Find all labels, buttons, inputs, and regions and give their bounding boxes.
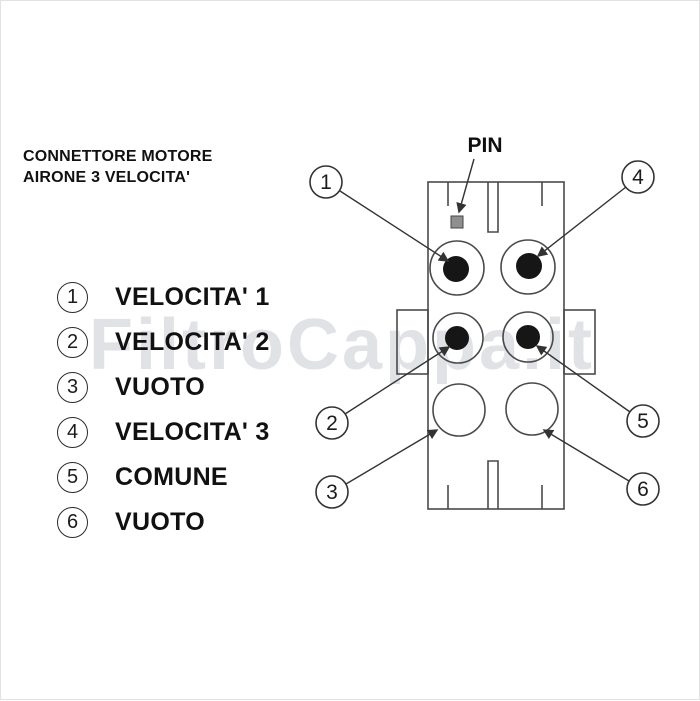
callout-6-circle <box>626 472 660 506</box>
legend-label-3: VUOTO <box>115 373 205 401</box>
arrow-pin6 <box>542 429 630 482</box>
legend-item-1: 1 VELOCITA' 1 <box>57 282 270 313</box>
arrow-pin4 <box>536 186 627 257</box>
arrow-pin2 <box>344 346 451 415</box>
pin-marker-square <box>450 215 464 229</box>
callout-5-circle <box>626 404 660 438</box>
pin-cavities <box>429 239 559 437</box>
connector-wing-right <box>563 309 596 375</box>
callout-6: 6 <box>626 472 660 506</box>
legend-number-badge-6: 6 <box>57 507 88 538</box>
legend-label-5: COMUNE <box>115 463 228 491</box>
arrow-pin3 <box>345 429 439 485</box>
callout-4: 4 <box>621 160 655 194</box>
top-key-slot <box>487 182 499 233</box>
callout-6-number: 6 <box>637 478 649 501</box>
callouts: 1 4 2 5 3 6 <box>309 160 660 509</box>
cavity-pin5 <box>502 311 554 363</box>
bottom-notches <box>447 485 543 509</box>
callout-4-circle <box>621 160 655 194</box>
legend-item-3: 3 VUOTO <box>57 372 270 403</box>
legend-number-badge-1: 1 <box>57 282 88 313</box>
legend-number-badge-2: 2 <box>57 327 88 358</box>
legend-label-6: VUOTO <box>115 508 205 536</box>
legend-item-6: 6 VUOTO <box>57 507 270 538</box>
callout-2-circle <box>315 406 349 440</box>
callout-5: 5 <box>626 404 660 438</box>
pin-arrow <box>456 158 475 214</box>
legend-number-badge-3: 3 <box>57 372 88 403</box>
legend-label-2: VELOCITA' 2 <box>115 328 270 356</box>
callout-2-number: 2 <box>326 412 338 435</box>
legend-label-1: VELOCITA' 1 <box>115 283 270 311</box>
cavity-pin6 <box>505 382 559 436</box>
connector-body <box>396 181 596 510</box>
pin4-contact <box>516 253 542 279</box>
title-line-1: CONNETTORE MOTORE <box>23 148 213 165</box>
arrow-pin5 <box>535 345 631 413</box>
callout-3-circle <box>315 475 349 509</box>
callout-5-number: 5 <box>637 410 649 433</box>
diagram-title: CONNETTORE MOTORE AIRONE 3 VELOCITA' <box>23 146 213 188</box>
pin-label: PIN <box>467 134 502 157</box>
pin-legend: 1 VELOCITA' 1 2 VELOCITA' 2 3 VUOTO 4 VE… <box>57 282 270 552</box>
callout-2: 2 <box>315 406 349 440</box>
callout-4-number: 4 <box>632 166 644 189</box>
legend-label-4: VELOCITA' 3 <box>115 418 270 446</box>
connector-wing-left <box>396 309 429 375</box>
callout-1-circle <box>309 165 343 199</box>
callout-arrows <box>339 158 631 485</box>
legend-item-4: 4 VELOCITA' 3 <box>57 417 270 448</box>
pin2-contact <box>445 326 469 350</box>
callout-1-number: 1 <box>320 171 332 194</box>
callout-1: 1 <box>309 165 343 199</box>
bottom-key-slot <box>487 460 499 509</box>
top-notches <box>447 182 543 206</box>
legend-item-5: 5 COMUNE <box>57 462 270 493</box>
title-line-2: AIRONE 3 VELOCITA' <box>23 169 191 186</box>
cavity-pin3 <box>432 383 486 437</box>
cavity-pin1 <box>429 240 485 296</box>
cavity-pin4 <box>500 239 556 295</box>
legend-number-badge-5: 5 <box>57 462 88 493</box>
watermark: FiltroCappa.it <box>89 305 595 385</box>
pin5-contact <box>516 325 540 349</box>
callout-3-number: 3 <box>326 481 338 504</box>
callout-3: 3 <box>315 475 349 509</box>
arrow-pin1 <box>339 190 450 262</box>
cavity-pin2 <box>432 312 484 364</box>
legend-number-badge-4: 4 <box>57 417 88 448</box>
legend-item-2: 2 VELOCITA' 2 <box>57 327 270 358</box>
pin1-contact <box>443 256 469 282</box>
